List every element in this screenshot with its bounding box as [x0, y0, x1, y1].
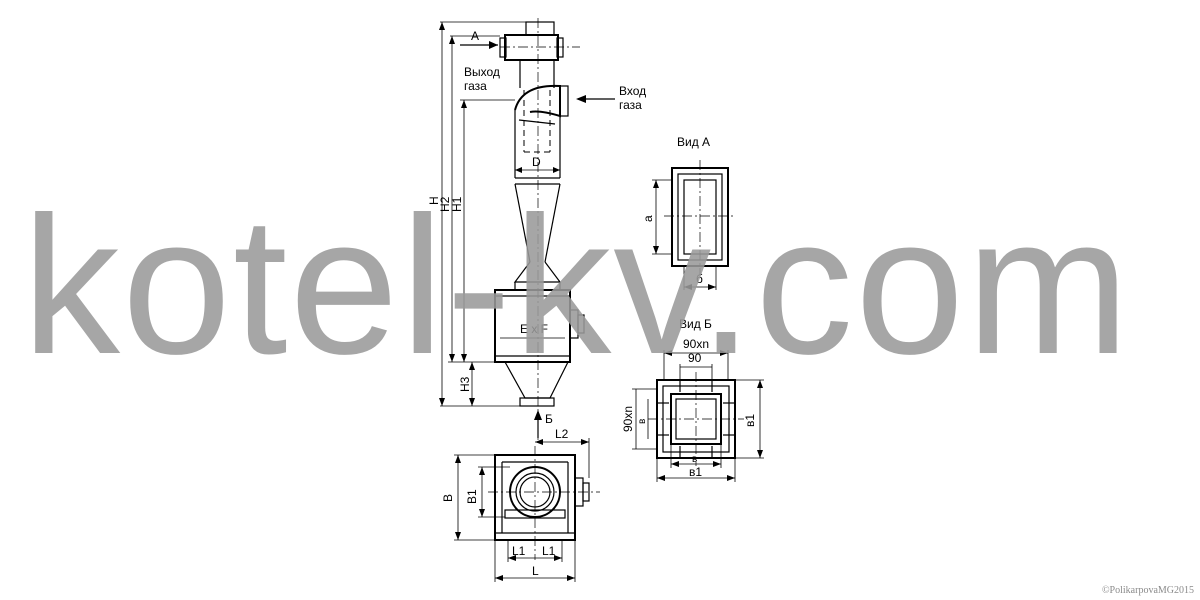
flow-arrows [460, 41, 615, 438]
diameter-label: D [532, 155, 541, 169]
height-dimensions [439, 21, 526, 407]
view-b-pitch-90xn-left: 90xn [621, 406, 635, 432]
view-b-dim-v-left: в [637, 419, 648, 424]
height-h3-label: H3 [458, 376, 472, 392]
view-b-dim-v1-bottom: в1 [689, 465, 702, 479]
bunker-exf-label: E x F [520, 322, 548, 336]
view-b-title: Вид Б [679, 317, 712, 331]
view-b-dim-v-bottom: в [692, 454, 697, 465]
gas-outlet-label-1: Выход [464, 65, 500, 79]
gas-inlet-label-1: Вход [619, 84, 646, 98]
height-h1-label: H1 [450, 196, 464, 212]
height-h-label: H [427, 196, 441, 205]
view-a-dim-b: б [696, 272, 703, 286]
view-b-dim-v1-right: в1 [743, 414, 757, 427]
view-b-pitch-90xn-top: 90xn [683, 337, 709, 351]
view-b-arrow-label: Б [545, 412, 553, 426]
plan-dim-B: B [441, 494, 455, 502]
view-a-title: Вид А [677, 135, 710, 149]
view-b-drawing [632, 350, 764, 482]
gas-outlet-label-2: газа [464, 79, 487, 93]
copyright-text: ©PolikarpovaMG2015 [1101, 585, 1194, 596]
plan-dim-L1-left: L1 [512, 544, 526, 558]
plan-dim-L: L [532, 564, 539, 578]
plan-dim-L1-right: L1 [542, 544, 556, 558]
gas-inlet-label-2: газа [619, 98, 642, 112]
view-a-dim-a: a [641, 215, 655, 222]
height-h2-label: H2 [438, 196, 452, 212]
plan-dim-L2: L2 [555, 427, 569, 441]
view-a-drawing [652, 160, 736, 290]
view-b-pitch-90: 90 [688, 351, 702, 365]
plan-dim-B1: B1 [465, 489, 479, 504]
plan-view-drawing [454, 438, 600, 582]
view-a-arrow-label: A [471, 29, 479, 43]
cyclone-elevation [494, 18, 585, 440]
